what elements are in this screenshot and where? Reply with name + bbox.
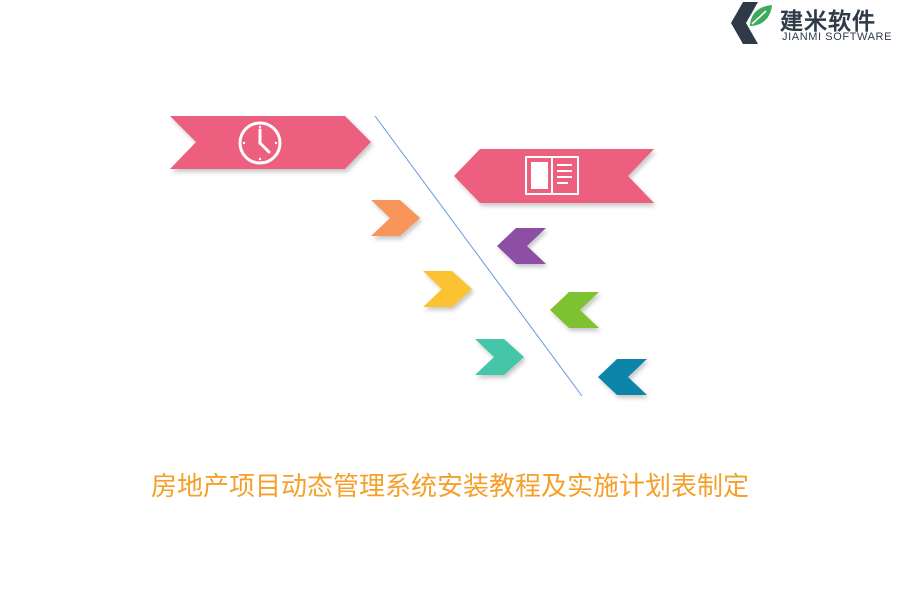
clock-icon	[238, 121, 282, 165]
right-chevron-1	[497, 228, 546, 264]
logo-subtitle: JIANMI SOFTWARE	[782, 31, 893, 43]
brand-logo: 建米软件 JIANMI SOFTWARE	[726, 0, 900, 48]
diagram-spine	[374, 115, 583, 397]
right-header-banner	[454, 149, 654, 203]
right-chevron-2	[550, 292, 599, 328]
right-chevron-3	[598, 359, 647, 395]
left-header-banner	[170, 116, 371, 169]
jianmi-logo-icon	[731, 2, 772, 44]
book-icon	[525, 156, 579, 195]
left-chevron-1	[371, 200, 420, 236]
logo-title: 建米软件	[780, 9, 876, 35]
page-caption: 房地产项目动态管理系统安装教程及实施计划表制定	[150, 472, 749, 502]
left-chevron-2	[423, 271, 472, 307]
left-chevron-3	[475, 339, 524, 375]
